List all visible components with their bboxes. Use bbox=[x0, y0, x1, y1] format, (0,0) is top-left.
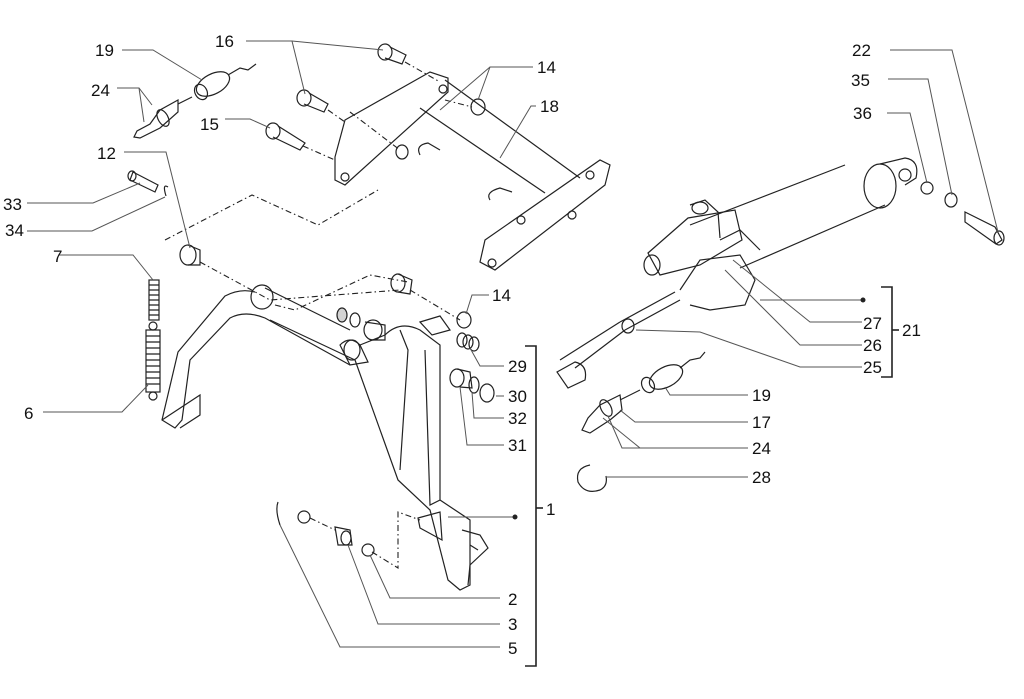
callout-34[interactable]: 34 bbox=[5, 221, 24, 240]
callout-14[interactable]: 14 bbox=[492, 286, 511, 305]
nut-14-mid bbox=[456, 311, 472, 329]
callout-28[interactable]: 28 bbox=[752, 468, 771, 487]
callout-12[interactable]: 12 bbox=[97, 144, 116, 163]
sensor-lower-right bbox=[581, 351, 706, 434]
circlip-28 bbox=[576, 464, 607, 492]
callout-22[interactable]: 22 bbox=[852, 41, 871, 60]
plate-lever-top bbox=[418, 315, 451, 336]
assembly-line bbox=[199, 261, 401, 301]
callout-2[interactable]: 2 bbox=[508, 590, 517, 609]
callout-30[interactable]: 30 bbox=[508, 387, 527, 406]
pedal-pad-parts bbox=[276, 501, 443, 569]
callout-14[interactable]: 14 bbox=[537, 58, 556, 77]
callout-5[interactable]: 5 bbox=[508, 639, 517, 658]
callout-31[interactable]: 31 bbox=[508, 436, 527, 455]
washer-34 bbox=[163, 185, 169, 197]
assembly-line bbox=[164, 189, 379, 241]
callout-29[interactable]: 29 bbox=[508, 357, 527, 376]
callout-19[interactable]: 19 bbox=[95, 41, 114, 60]
sensor-upper-left bbox=[133, 63, 257, 139]
callout-33[interactable]: 33 bbox=[3, 195, 22, 214]
callout-36[interactable]: 36 bbox=[853, 104, 872, 123]
spring-7 bbox=[148, 279, 160, 321]
callout-24[interactable]: 24 bbox=[752, 439, 771, 458]
washers-35-36-bolt-22 bbox=[920, 181, 1005, 246]
callout-16[interactable]: 16 bbox=[215, 32, 234, 51]
callout-35[interactable]: 35 bbox=[851, 71, 870, 90]
bush-middle bbox=[390, 273, 413, 295]
assembly-line bbox=[409, 289, 461, 321]
spring-29 bbox=[456, 332, 480, 352]
actuator-21 bbox=[556, 157, 918, 389]
callout-7[interactable]: 7 bbox=[53, 247, 62, 266]
callout-15[interactable]: 15 bbox=[200, 115, 219, 134]
callout-19[interactable]: 19 bbox=[752, 386, 771, 405]
callout-26[interactable]: 26 bbox=[863, 336, 882, 355]
pedal-lever-1 bbox=[161, 284, 489, 591]
assembly-line bbox=[404, 61, 441, 83]
callout-21[interactable]: 21 bbox=[902, 321, 921, 340]
callout-18[interactable]: 18 bbox=[540, 97, 559, 116]
callout-3[interactable]: 3 bbox=[508, 615, 517, 634]
bush-31-30-32 bbox=[449, 368, 495, 403]
callout-6[interactable]: 6 bbox=[24, 404, 33, 423]
callout-32[interactable]: 32 bbox=[508, 409, 527, 428]
rings-shaft bbox=[336, 307, 386, 341]
assembly-line bbox=[274, 274, 409, 311]
spring-6 bbox=[145, 321, 161, 401]
assembly-line bbox=[302, 145, 336, 161]
callout-24[interactable]: 24 bbox=[91, 81, 110, 100]
group-bracket-21 bbox=[881, 286, 893, 378]
callout-1[interactable]: 1 bbox=[546, 500, 555, 519]
group-bracket-1 bbox=[525, 345, 537, 667]
bolt-16-top bbox=[377, 43, 407, 65]
bolt-15 bbox=[265, 122, 306, 151]
assembly-line bbox=[349, 111, 401, 151]
bracket-18 bbox=[334, 71, 611, 271]
leader-lines bbox=[27, 40, 999, 648]
bush-12 bbox=[179, 244, 201, 266]
bolt-16-left bbox=[296, 89, 329, 113]
callout-27[interactable]: 27 bbox=[863, 314, 882, 333]
callout-25[interactable]: 25 bbox=[863, 358, 882, 377]
bolt-33 bbox=[127, 170, 159, 193]
assembly-line bbox=[327, 109, 346, 123]
assembly-line bbox=[444, 99, 473, 108]
callout-17[interactable]: 17 bbox=[752, 413, 771, 432]
